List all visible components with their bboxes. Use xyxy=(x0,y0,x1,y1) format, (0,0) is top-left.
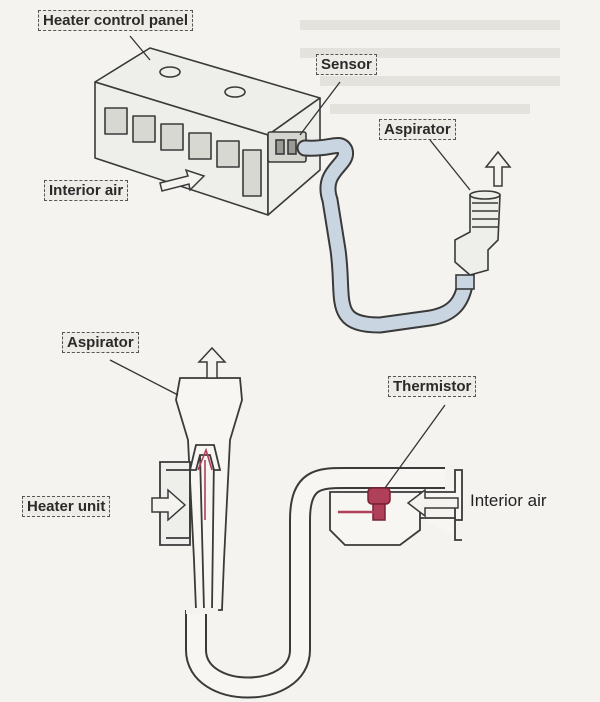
u-tube-inner xyxy=(187,469,445,697)
heater-flow-lines xyxy=(197,447,213,520)
leader-lines-bottom xyxy=(109,359,446,489)
thermistor xyxy=(338,487,391,521)
interior-air-top-arrow xyxy=(159,168,206,192)
label-thermistor: Thermistor xyxy=(388,376,477,397)
label-heater-control-panel: Heater control panel xyxy=(38,10,194,31)
aspirator-top-arrow xyxy=(484,150,512,187)
interior-air-bottom-arrow xyxy=(406,488,459,518)
sensor-hose-fill xyxy=(298,139,472,332)
label-aspirator-bottom: Aspirator xyxy=(62,332,139,353)
label-heater-unit: Heater unit xyxy=(22,496,111,517)
sensor xyxy=(267,131,307,163)
label-interior-air-bottom: Interior air xyxy=(470,491,547,510)
label-interior-air-top: Interior air xyxy=(44,180,129,201)
aspirator-cross-section xyxy=(159,377,243,611)
background-ghost-text xyxy=(300,20,560,114)
label-aspirator-top: Aspirator xyxy=(379,119,456,140)
aspirator-top-device xyxy=(454,190,501,290)
tube-joint xyxy=(186,608,218,614)
heater-unit-arrow xyxy=(151,488,187,522)
label-sensor: Sensor xyxy=(316,54,377,75)
aspirator-bottom-arrow xyxy=(197,346,227,379)
leader-lines-top xyxy=(129,35,471,191)
